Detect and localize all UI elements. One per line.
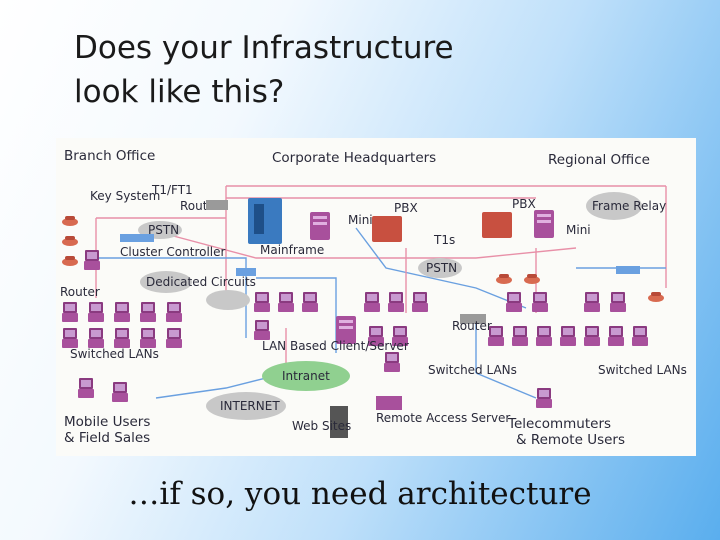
center-pc-6 [384, 352, 400, 372]
label-branch-office: Branch Office [64, 148, 155, 164]
hq-small-cloud [206, 290, 250, 310]
left-lan-pc-6 [62, 328, 78, 348]
regional-switch-icon [616, 266, 640, 274]
right-lan-pc-2 [512, 326, 528, 346]
mainframe-panel [254, 204, 264, 234]
label-switched-lans-center: Switched LANs [428, 363, 517, 377]
center-router-icon [460, 314, 486, 324]
slide-caption: …if so, you need architecture [128, 476, 592, 512]
internet-cloud [206, 392, 286, 420]
cluster-controller-icon [120, 234, 154, 242]
label-web-sites: Web Sites [292, 419, 351, 433]
left-lan-pc-8 [114, 328, 130, 348]
label-switched-lans-left: Switched LANs [70, 347, 159, 361]
regional-pc-1 [506, 292, 522, 312]
hq-pc-4 [254, 320, 270, 340]
label-t1-ft1: T1/FT1 [151, 183, 193, 197]
label-lan-based: LAN Based Client/Server [262, 339, 409, 353]
mini-regional-icon [534, 210, 554, 238]
branch-phone-1 [62, 216, 78, 226]
label-cluster-controller: Cluster Controller [120, 245, 226, 259]
title-line-1: Does your Infrastructure [74, 30, 454, 66]
regional-phone-2 [524, 274, 540, 284]
dedicated-circuits-cloud [140, 271, 192, 293]
label-t1s: T1s [433, 233, 455, 247]
left-lan-pc-1 [62, 302, 78, 322]
frame-relay-cloud [586, 192, 642, 220]
label-pstn-branch: PSTN [148, 223, 179, 237]
label-mini-hq: Mini [348, 213, 373, 227]
branch-phone-3 [62, 256, 78, 266]
mobile-user-laptop-1 [78, 378, 94, 398]
right-lan-pc-5 [584, 326, 600, 346]
title-line-2: look like this? [74, 74, 285, 110]
label-internet: INTERNET [220, 399, 280, 413]
left-lan-pc-9 [140, 328, 156, 348]
label-intranet: Intranet [282, 369, 330, 383]
left-lan-pc-5 [166, 302, 182, 322]
label-key-system: Key System [90, 189, 160, 203]
label-pstn-center: PSTN [426, 261, 457, 275]
label-dedicated-circuits: Dedicated Circuits [146, 275, 256, 289]
label-mini-regional: Mini [566, 223, 591, 237]
left-lan-pc-10 [166, 328, 182, 348]
branch-phone-2 [62, 236, 78, 246]
label-router-left: Router [60, 285, 100, 299]
label-remote-users: & Remote Users [516, 432, 625, 448]
pbx-hq-icon [372, 216, 402, 242]
branch-router-icon [206, 200, 228, 210]
mini-hq-icon [310, 212, 330, 240]
label-regional-office: Regional Office [548, 152, 650, 168]
branch-pc-1 [84, 250, 100, 270]
hq-pc-2 [278, 292, 294, 312]
intranet-cloud [262, 361, 350, 391]
slide-title: Does your Infrastructure look like this? [74, 26, 634, 114]
right-lan-pc-6 [608, 326, 624, 346]
label-field-sales: & Field Sales [64, 430, 150, 446]
regional-pc-4 [610, 292, 626, 312]
center-pc-2 [388, 292, 404, 312]
regional-pc-2 [532, 292, 548, 312]
pstn-cloud-center [418, 258, 462, 278]
hq-switch-icon [236, 268, 256, 276]
regional-phone-3 [648, 292, 664, 302]
label-mobile-users: Mobile Users [64, 414, 150, 430]
mobile-user-laptop-2 [112, 382, 128, 402]
mainframe-icon [248, 198, 282, 244]
left-lan-pc-7 [88, 328, 104, 348]
left-lan-pc-3 [114, 302, 130, 322]
regional-pc-3 [584, 292, 600, 312]
web-server-icon [330, 406, 348, 438]
right-lan-pc-7 [632, 326, 648, 346]
hq-pc-3 [302, 292, 318, 312]
label-corporate-hq: Corporate Headquarters [272, 150, 436, 166]
label-mainframe: Mainframe [260, 243, 324, 257]
network-diagram-svg: Branch Office T1/FT1 Key System Router P… [60, 148, 687, 448]
telecommuter-pc [536, 388, 552, 408]
left-lan-pc-4 [140, 302, 156, 322]
label-frame-relay: Frame Relay [592, 199, 666, 213]
center-pc-3 [412, 292, 428, 312]
left-lan-pc-2 [88, 302, 104, 322]
label-router-center: Router [452, 319, 492, 333]
center-pc-1 [364, 292, 380, 312]
label-pbx-regional: PBX [512, 197, 536, 211]
label-pbx-hq: PBX [394, 201, 418, 215]
regional-phone-1 [496, 274, 512, 284]
label-switched-lans-right: Switched LANs [598, 363, 687, 377]
label-remote-access-server: Remote Access Server [376, 411, 510, 425]
right-lan-pc-3 [536, 326, 552, 346]
remote-access-server-icon [376, 396, 402, 410]
right-lan-pc-4 [560, 326, 576, 346]
pbx-regional-icon [482, 212, 512, 238]
hq-pc-1 [254, 292, 270, 312]
network-diagram: Branch Office T1/FT1 Key System Router P… [56, 138, 696, 456]
label-telecommuters: Telecommuters [507, 416, 611, 432]
right-lan-pc-1 [488, 326, 504, 346]
